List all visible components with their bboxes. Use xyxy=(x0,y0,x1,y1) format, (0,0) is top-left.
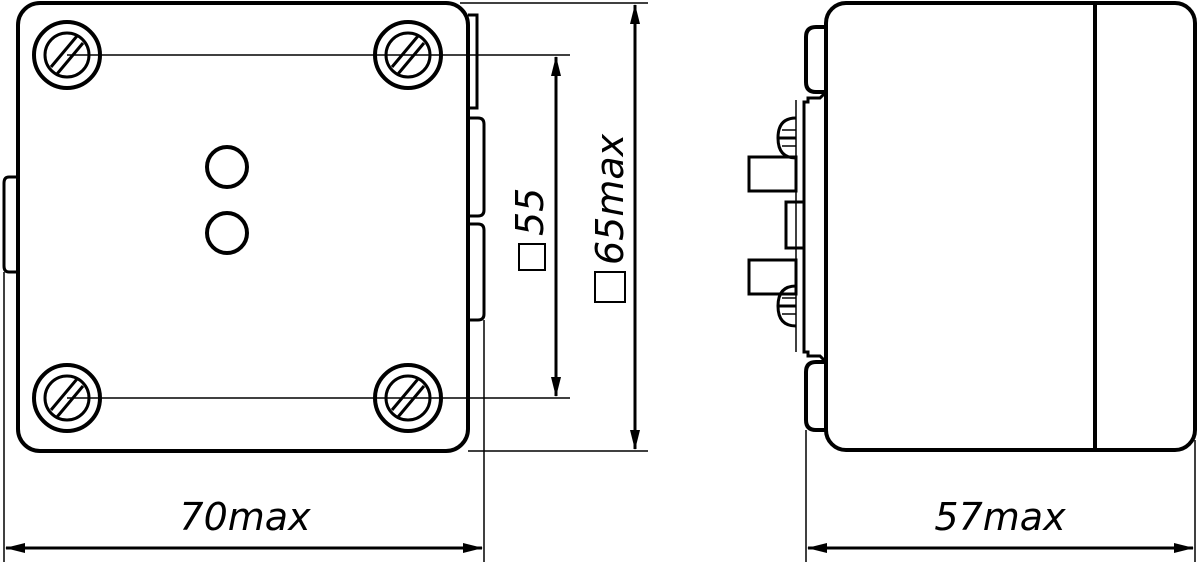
terminal-screw-lower xyxy=(776,284,797,328)
base-plate xyxy=(802,90,828,364)
dimension-65-label: 65max xyxy=(588,133,632,303)
right-gasket-tab-3 xyxy=(468,222,486,322)
right-gasket-tab-2 xyxy=(468,116,486,218)
dimension-70-text: 70max xyxy=(179,495,311,539)
front-view: 55 65max 70max xyxy=(2,1,648,562)
square-symbol xyxy=(594,271,626,303)
center-hole-upper xyxy=(205,145,249,189)
right-gasket-tab-1 xyxy=(468,13,479,110)
dimension-65-text: 65max xyxy=(588,133,632,265)
square-symbol xyxy=(518,243,546,271)
dimension-57-text: 57max xyxy=(934,495,1066,539)
terminal-block-upper xyxy=(747,155,798,193)
terminal-block-middle xyxy=(784,200,806,250)
dimension-55-label: 55 xyxy=(508,188,552,271)
mount-lug-bottom xyxy=(804,360,826,432)
side-view: 57max xyxy=(747,1,1197,562)
front-body xyxy=(16,1,470,453)
left-gasket-tab xyxy=(2,175,18,274)
dimension-55-text: 55 xyxy=(508,188,552,236)
mount-lug-top xyxy=(804,25,826,94)
terminal-block-lower xyxy=(747,258,798,296)
side-body xyxy=(824,1,1197,452)
terminal-screw-upper xyxy=(776,116,797,160)
center-hole-lower xyxy=(205,211,249,255)
